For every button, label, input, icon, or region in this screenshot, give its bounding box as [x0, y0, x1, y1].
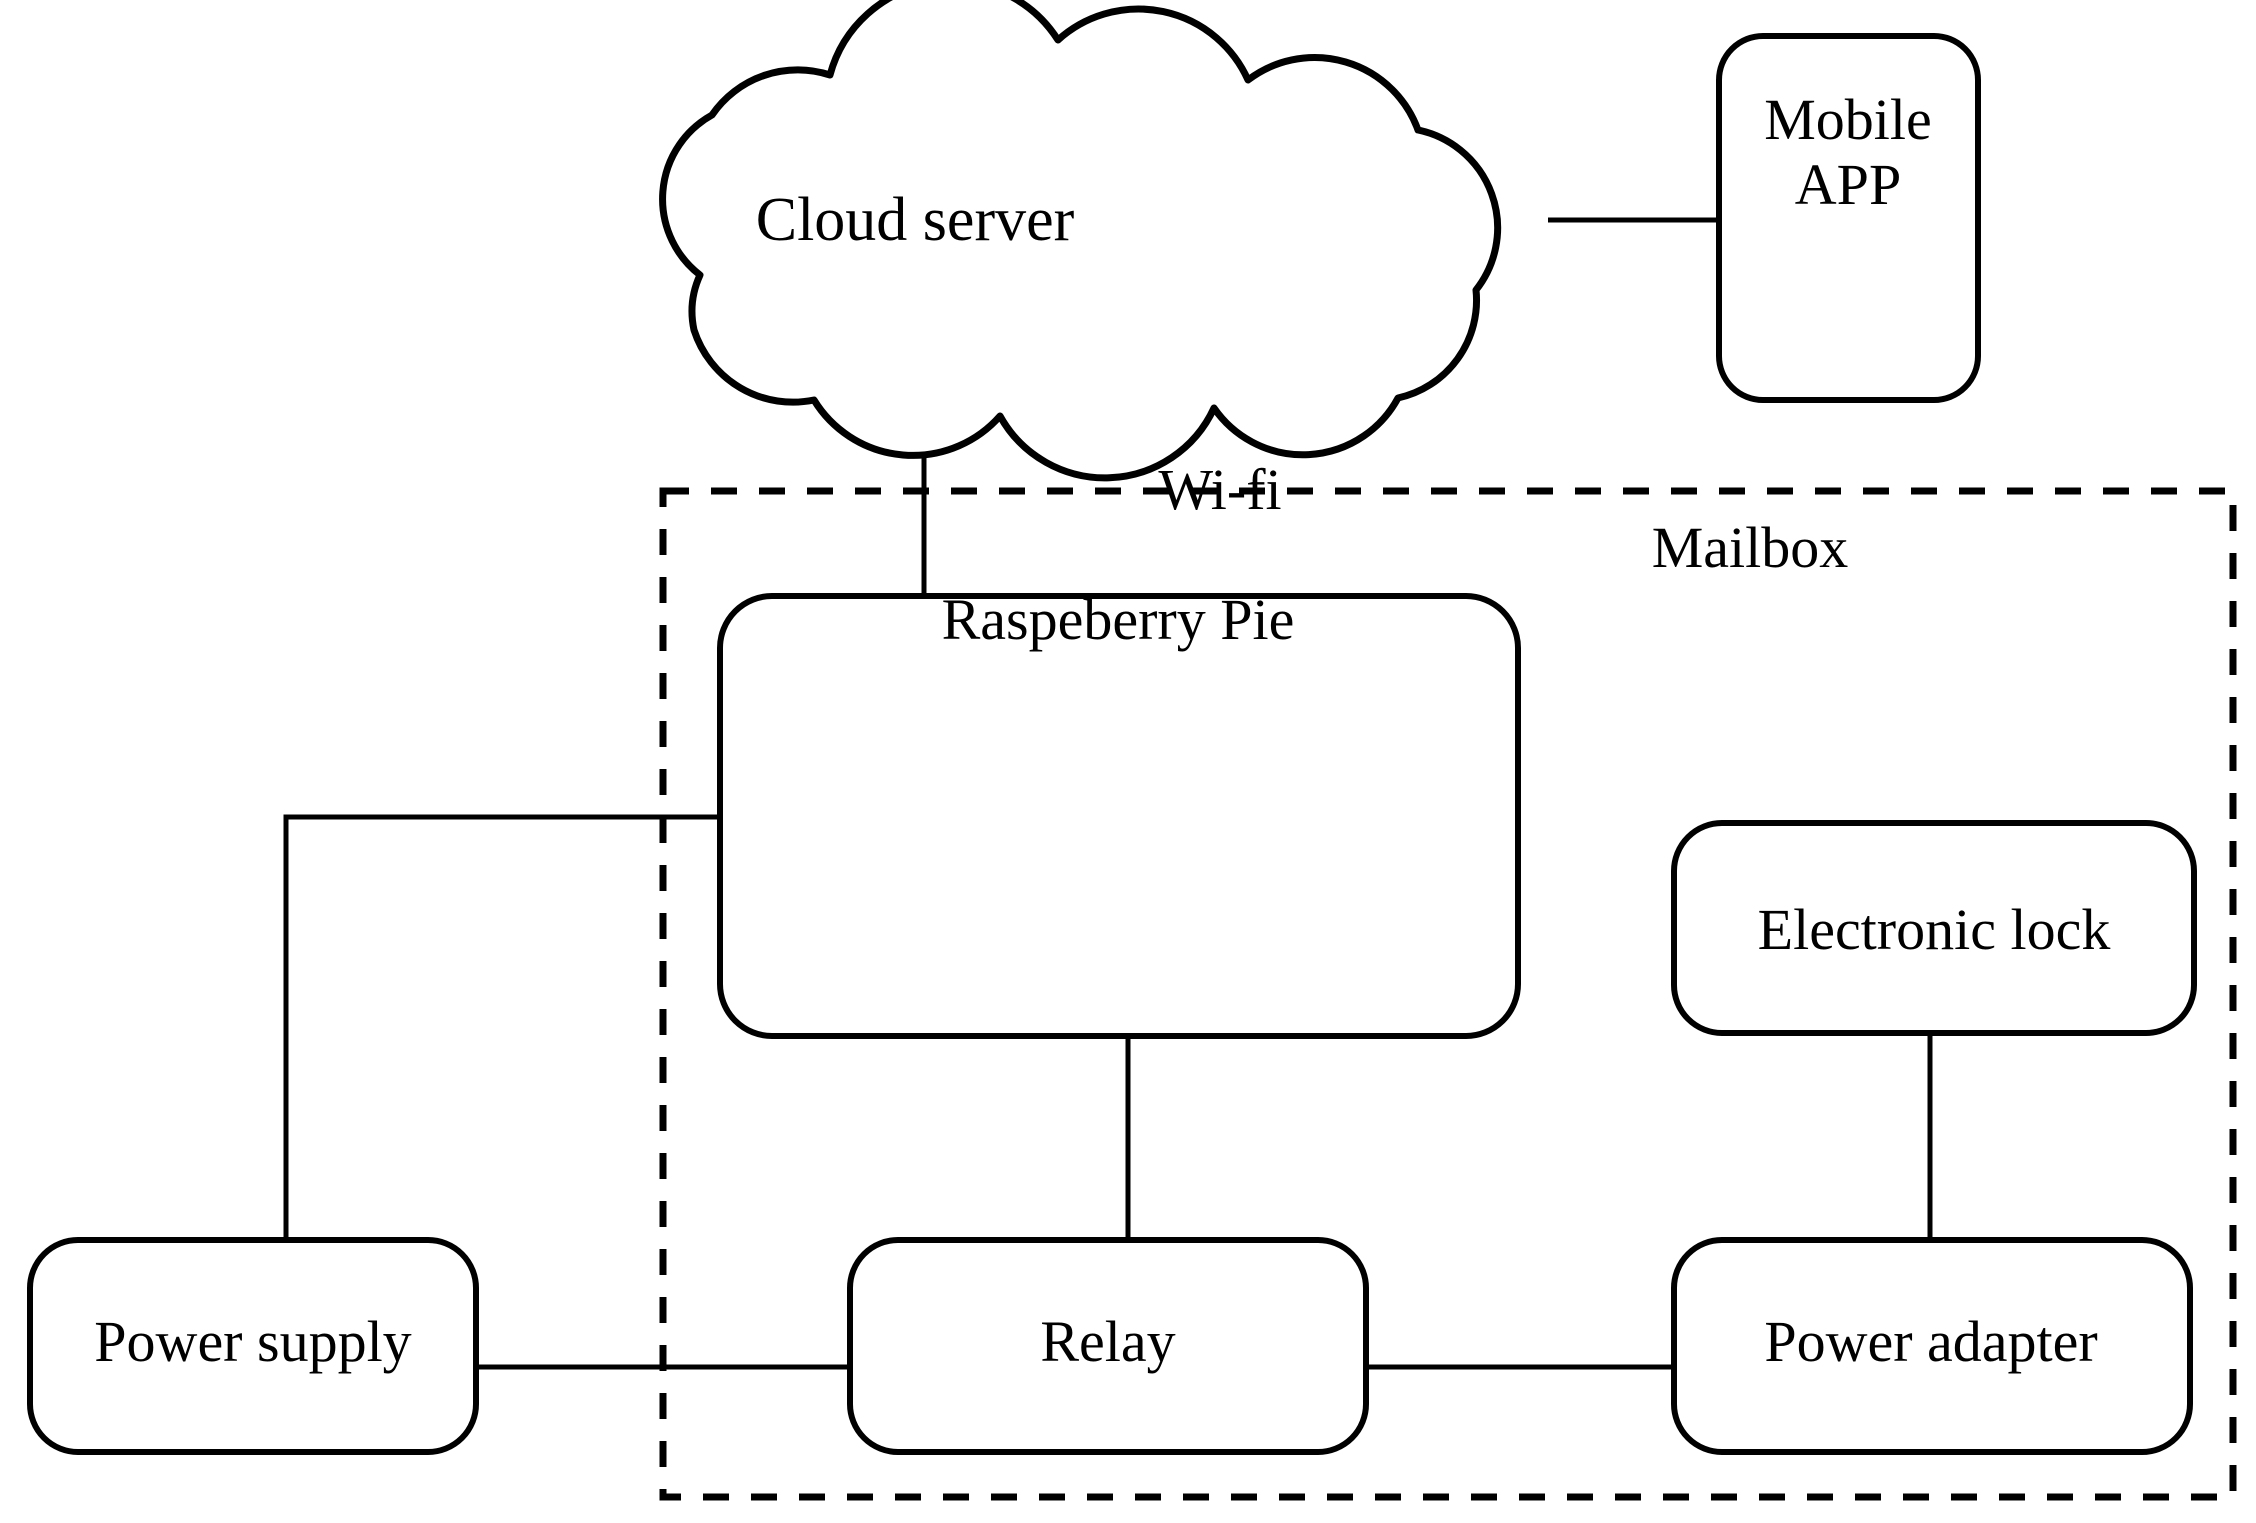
relay-box[interactable] — [847, 1237, 1369, 1455]
power-adapter-box[interactable] — [1671, 1237, 2193, 1455]
raspberry-pie-box[interactable] — [717, 593, 1521, 1039]
node-shape-layer — [27, 33, 2197, 1455]
cloud-shape — [659, 0, 1502, 482]
mobile-app-box[interactable] — [1716, 33, 1981, 403]
electronic-lock-box[interactable] — [1671, 820, 2197, 1036]
connector-raspberry-pie-to-power-supply — [283, 814, 720, 1240]
mailbox-boundary-dashed-rect — [659, 487, 2237, 1501]
power-supply-box[interactable] — [27, 1237, 479, 1455]
